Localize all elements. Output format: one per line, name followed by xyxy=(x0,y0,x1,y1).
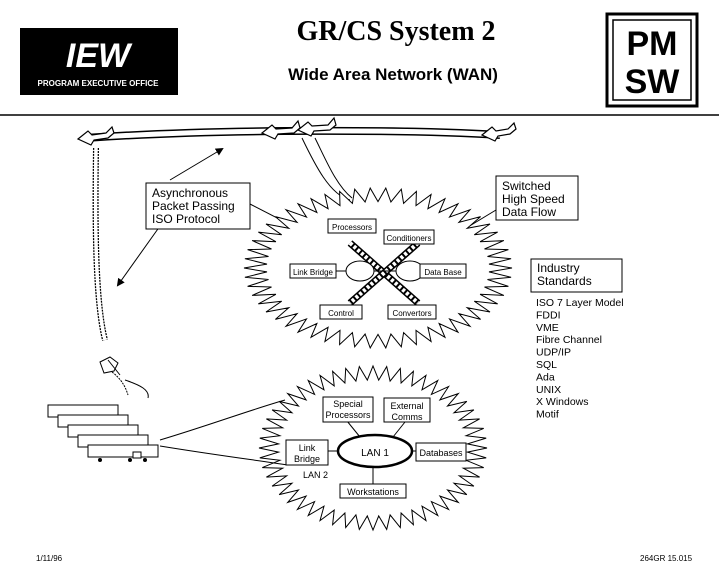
standard-item: ISO 7 Layer Model xyxy=(536,297,624,309)
standards-heading-line1: Industry xyxy=(537,261,580,275)
lan1-label: LAN 1 xyxy=(361,448,389,459)
backbone-to-network-beam xyxy=(301,137,353,201)
aircraft-icon xyxy=(76,125,115,146)
node-workstations xyxy=(339,483,407,499)
node-convertors xyxy=(387,304,437,320)
ground-vans-icon xyxy=(47,404,159,462)
top-network: Processors Conditioners Link Bridge Data… xyxy=(289,218,467,320)
node-special-processors-label2: Processors xyxy=(325,410,371,420)
standard-item: VME xyxy=(536,322,559,334)
standards-heading-line2: Standards xyxy=(537,274,592,288)
standard-item: UNIX xyxy=(536,384,561,396)
async-line3: ISO Protocol xyxy=(152,212,220,226)
node-external-comms-label2: Comms xyxy=(392,412,423,422)
iew-logo: IEW PROGRAM EXECUTIVE OFFICE xyxy=(20,28,178,95)
switched-line1: Switched xyxy=(502,179,551,193)
page-title: GR/CS System 2 xyxy=(296,16,495,47)
node-databases-label: Databases xyxy=(419,448,463,458)
node-data-base xyxy=(419,263,467,279)
industry-standards: Industry Standards ISO 7 Layer ModelFDDI… xyxy=(530,258,624,421)
van-to-lan-link xyxy=(159,399,289,466)
aircraft-icon xyxy=(296,116,337,137)
pmsw-logo-line1: PM xyxy=(627,25,678,63)
aircraft-icon xyxy=(480,121,517,142)
switched-line3: Data Flow xyxy=(502,205,556,219)
switch-crossbar xyxy=(347,240,421,306)
pmsw-logo-line2: SW xyxy=(625,63,681,101)
node-link-bridge-label: Link Bridge xyxy=(293,268,334,277)
node-external-comms-label1: External xyxy=(390,401,423,411)
lan2-label: LAN 2 xyxy=(303,470,328,480)
pmsw-logo: PM SW xyxy=(605,12,699,108)
standard-item: UDP/IP xyxy=(536,347,571,359)
standard-item: SQL xyxy=(536,359,557,371)
aircraft-icon xyxy=(260,119,301,140)
node-conditioners xyxy=(383,229,435,245)
standard-item: Fibre Channel xyxy=(536,334,602,346)
standards-heading-box xyxy=(530,258,623,293)
switched-callout: Switched High Speed Data Flow xyxy=(495,175,579,221)
antenna-icon xyxy=(99,356,129,396)
async-line1: Asynchronous xyxy=(152,186,228,200)
node-databases xyxy=(415,442,467,462)
node-external-comms xyxy=(383,397,431,423)
node-processors-label: Processors xyxy=(332,223,372,232)
bottom-network: LAN 1 Special Processors External Comms … xyxy=(285,396,467,499)
async-line2: Packet Passing xyxy=(152,199,235,213)
node-convertors-label: Convertors xyxy=(392,309,431,318)
standard-item: X Windows xyxy=(536,396,589,408)
iew-logo-main: IEW xyxy=(66,37,133,75)
standard-item: Ada xyxy=(536,371,555,383)
async-callout: Asynchronous Packet Passing ISO Protocol xyxy=(145,182,251,230)
page-subtitle: Wide Area Network (WAN) xyxy=(288,65,498,84)
node-link-bridge-bottom-label1: Link xyxy=(299,443,316,453)
node-processors xyxy=(327,218,377,234)
node-workstations-label: Workstations xyxy=(347,487,399,497)
async-arrow-down xyxy=(116,225,161,287)
downlink-beam-inner xyxy=(93,147,107,341)
node-data-base-label: Data Base xyxy=(424,268,462,277)
async-arrow-up xyxy=(169,147,224,181)
iew-logo-sub: PROGRAM EXECUTIVE OFFICE xyxy=(38,79,160,88)
node-link-bridge xyxy=(289,263,337,279)
node-control xyxy=(319,304,363,320)
node-link-bridge-bottom-label2: Bridge xyxy=(294,454,320,464)
footer-code: 264GR 15.015 xyxy=(640,554,693,562)
standard-item: FDDI xyxy=(536,309,561,321)
node-special-processors xyxy=(322,396,374,423)
antenna-cable xyxy=(124,379,149,399)
switched-line2: High Speed xyxy=(502,192,565,206)
footer-date: 1/11/96 xyxy=(36,554,63,562)
node-special-processors-label1: Special xyxy=(333,399,363,409)
node-conditioners-label: Conditioners xyxy=(387,234,432,243)
node-control-label: Control xyxy=(328,309,354,318)
node-link-bridge-bottom xyxy=(285,439,329,466)
standard-item: Motif xyxy=(536,409,559,421)
switch-node-left xyxy=(345,260,375,282)
